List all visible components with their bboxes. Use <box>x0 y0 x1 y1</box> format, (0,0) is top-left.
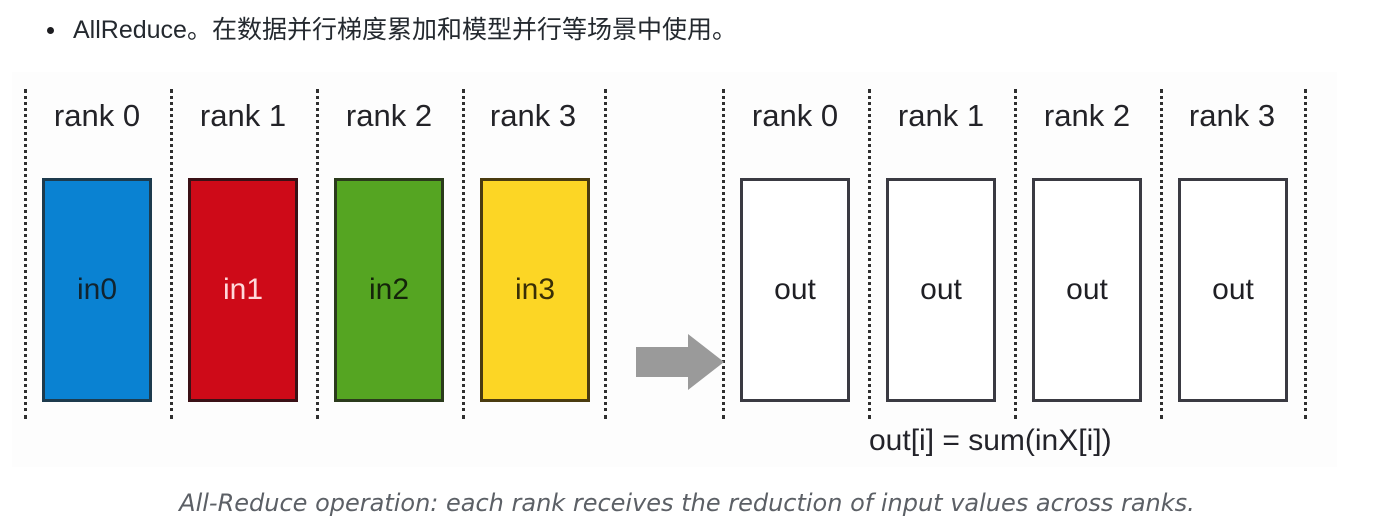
separator-line <box>1014 89 1017 419</box>
rank-label-input-0: rank 0 <box>53 98 141 133</box>
input-box-in3: in3 <box>480 178 590 402</box>
formula-text: out[i] = sum(inX[i]) <box>869 424 1112 457</box>
bullet-item-text: AllReduce。在数据并行梯度累加和模型并行等场景中使用。 <box>73 16 737 44</box>
allreduce-diagram: rank 0 rank 1 rank 2 rank 3 in0 in1 in2 … <box>12 72 1337 467</box>
input-box-in1: in1 <box>188 178 298 402</box>
rank-label-output-2: rank 2 <box>1043 98 1131 133</box>
input-box-in0: in0 <box>42 178 152 402</box>
rank-label-input-3: rank 3 <box>489 98 577 133</box>
bullet-marker-icon <box>47 26 54 34</box>
input-box-label: in3 <box>514 273 556 306</box>
figure-caption: All-Reduce operation: each rank receives… <box>179 489 1195 517</box>
bullet-list-item: AllReduce。在数据并行梯度累加和模型并行等场景中使用。 <box>0 0 1374 60</box>
output-box-label: out <box>920 273 962 306</box>
separator-line <box>24 89 27 419</box>
output-box-rank-0: out <box>740 178 850 402</box>
input-box-label: in0 <box>76 273 118 306</box>
input-box-label: in2 <box>368 273 410 306</box>
separator-line <box>1160 89 1163 419</box>
separator-line <box>170 89 173 419</box>
input-box-label: in1 <box>222 273 264 306</box>
separator-line <box>868 89 871 419</box>
rank-label-output-3: rank 3 <box>1188 98 1276 133</box>
rank-label-output-0: rank 0 <box>751 98 839 133</box>
output-box-label: out <box>1212 273 1254 306</box>
output-box-label: out <box>1066 273 1108 306</box>
separator-line <box>462 89 465 419</box>
right-arrow-icon <box>636 334 724 390</box>
rank-label-input-1: rank 1 <box>199 98 287 133</box>
output-box-rank-2: out <box>1032 178 1142 402</box>
separator-line <box>604 89 607 419</box>
output-box-rank-1: out <box>886 178 996 402</box>
rank-label-input-2: rank 2 <box>345 98 433 133</box>
rank-label-output-1: rank 1 <box>897 98 985 133</box>
input-box-in2: in2 <box>334 178 444 402</box>
output-box-rank-3: out <box>1178 178 1288 402</box>
separator-line <box>316 89 319 419</box>
output-box-label: out <box>774 273 816 306</box>
separator-line <box>722 89 725 419</box>
separator-line <box>1304 89 1307 419</box>
